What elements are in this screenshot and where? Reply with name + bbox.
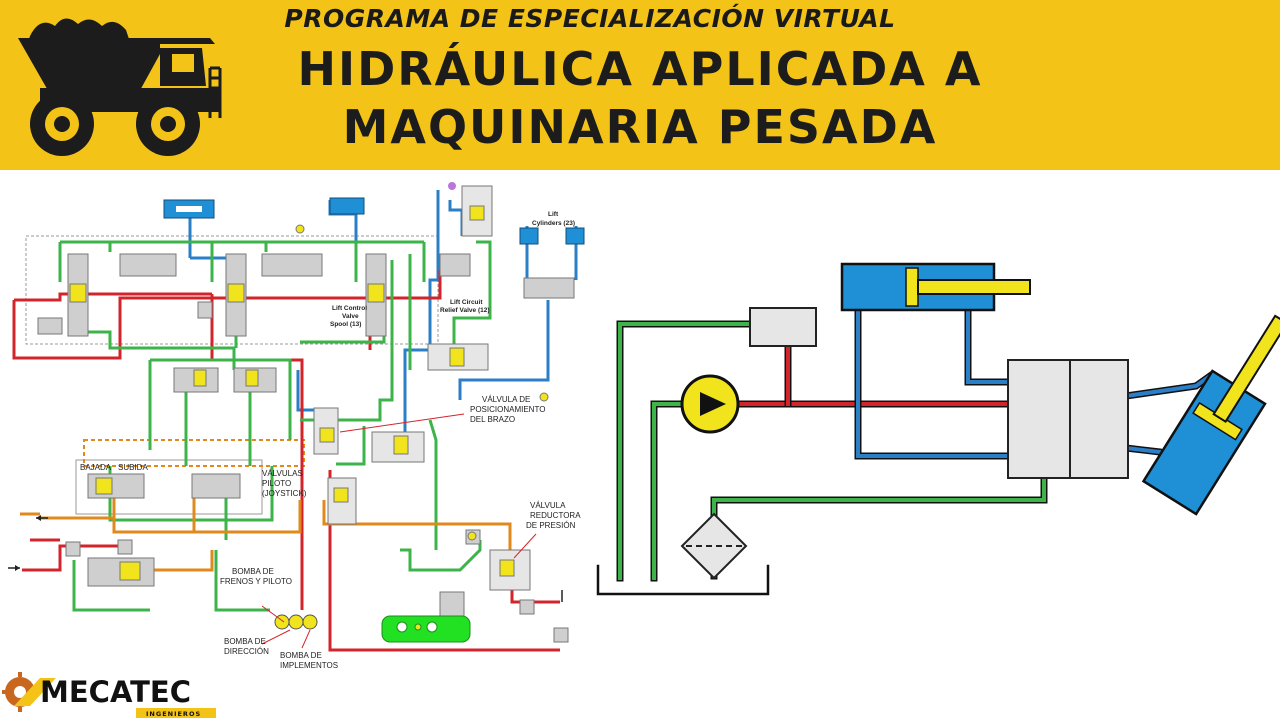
top-cylinders <box>163 182 585 245</box>
valvula-reductora-label-3: DE PRESIÓN <box>526 521 576 530</box>
lift-control-label-2: Valve <box>342 313 359 320</box>
dump-truck-icon <box>18 18 222 156</box>
valvulas-piloto-label: VÁLVULAS <box>262 469 303 478</box>
bomba-direccion-label: BOMBA DE <box>224 637 266 646</box>
header-banner <box>0 0 1280 170</box>
tilted-cylinder <box>1141 314 1280 516</box>
relief-valve <box>749 307 817 347</box>
valvula-posicionamiento-label-3: DEL BRAZO <box>470 415 515 424</box>
simplified-hydraulic-circuit <box>596 262 1280 596</box>
bomba-implementos-label-2: IMPLEMENTOS <box>280 661 338 670</box>
valvula-posicionamiento-label-2: POSICIONAMIENTO <box>470 405 545 414</box>
filter-icon <box>680 512 748 580</box>
lift-relief-label: Lift Circuit <box>450 299 483 306</box>
bomba-implementos-label: BOMBA DE <box>280 651 322 660</box>
bomba-frenos-label: BOMBA DE <box>232 567 274 576</box>
lift-control-label-3: Spool (13) <box>330 321 361 328</box>
program-subtitle: PROGRAMA DE ESPECIALIZACIÓN VIRTUAL <box>284 4 896 33</box>
page-title-line1: HIDRÁULICA APLICADA A <box>297 42 983 96</box>
bomba-frenos-label-2: FRENOS Y PILOTO <box>220 577 292 586</box>
lift-relief-label-2: Relief Valve (12) <box>440 307 490 314</box>
logo-tagline: INGENIEROS <box>146 710 201 718</box>
hydraulic-tank <box>381 615 471 643</box>
mecatec-logo: MECATEC INGENIEROS <box>2 672 216 718</box>
hydraulic-schematic: Lift Cylinders (23) Lift Control Valve S… <box>8 182 585 670</box>
page-title-line2: MAQUINARIA PESADA <box>342 100 938 154</box>
lift-cylinders-label: Lift <box>548 211 559 218</box>
subida-label: SUBIDA <box>118 463 148 472</box>
pump-icon <box>680 374 740 434</box>
valvulas-piloto-label-3: (JOYSTICK) <box>262 489 307 498</box>
valvula-reductora-label-2: REDUCTORA <box>530 511 581 520</box>
bomba-direccion-label-2: DIRECCIÓN <box>224 647 269 656</box>
pump-group <box>274 614 318 630</box>
lift-control-label: Lift Control <box>332 305 367 312</box>
logo-name: MECATEC <box>40 675 191 709</box>
bajada-label: BAJADA <box>80 463 112 472</box>
valvulas-piloto-label-2: PILOTO <box>262 479 291 488</box>
lift-cylinders-label-2: Cylinders (23) <box>532 220 575 227</box>
horizontal-cylinder <box>840 262 1031 312</box>
valvula-reductora-label: VÁLVULA <box>530 501 566 510</box>
valvula-posicionamiento-label: VÁLVULA DE <box>482 395 530 404</box>
directional-control-valve <box>1007 359 1129 479</box>
